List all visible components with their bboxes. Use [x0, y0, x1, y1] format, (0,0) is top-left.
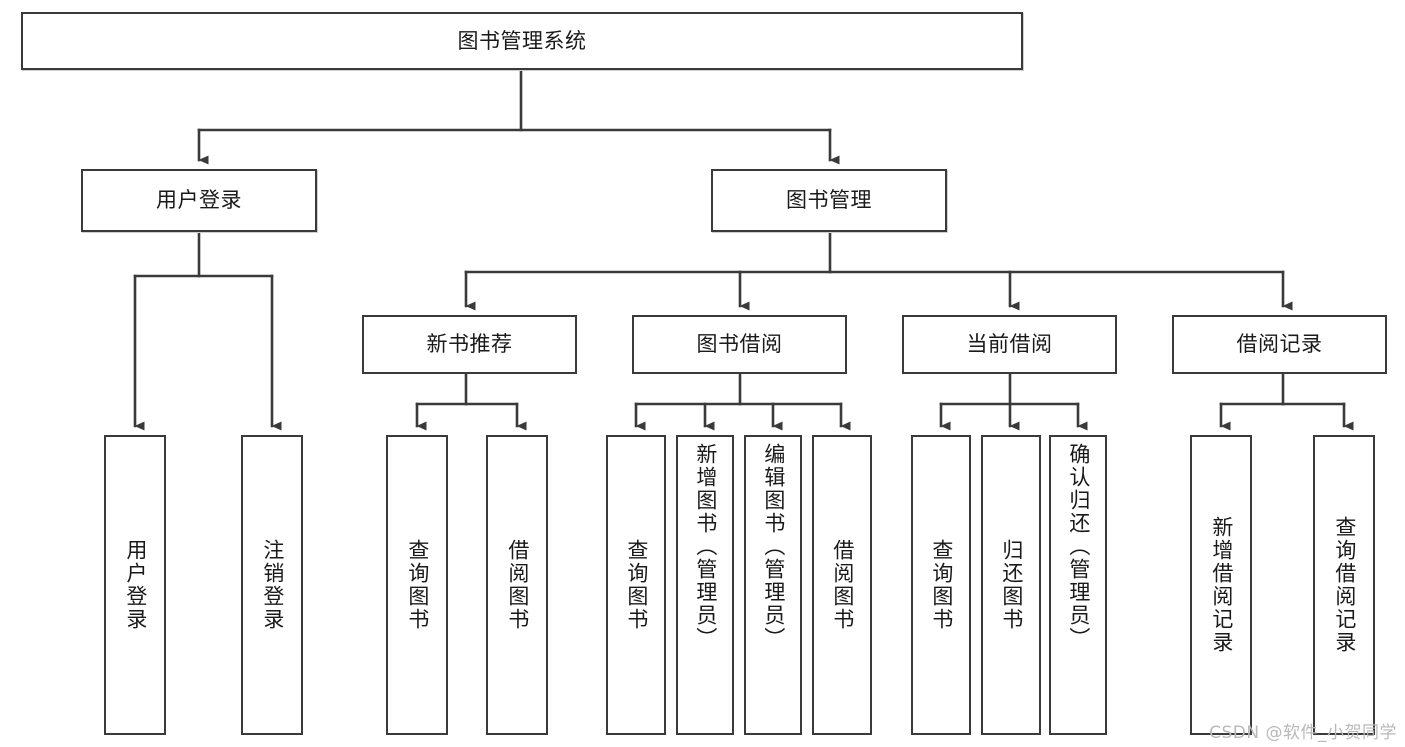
node-book-manage-label: 图书管理 [786, 188, 872, 213]
leaf-logout-login-label: 注销登录 [260, 539, 285, 631]
node-new-book-rec[interactable]: 新书推荐 [362, 315, 577, 374]
node-borrow-record[interactable]: 借阅记录 [1172, 315, 1387, 374]
leaf-edit-book[interactable]: 编辑图书（管理员） [744, 435, 802, 735]
node-user-login[interactable]: 用户登录 [81, 169, 317, 232]
leaf-confirm-return-label: 确认归还（管理员） [1066, 443, 1091, 650]
leaf-query-book-1[interactable]: 查询图书 [386, 435, 448, 735]
leaf-add-record-label: 新增借阅记录 [1209, 516, 1234, 654]
node-book-borrow[interactable]: 图书借阅 [632, 315, 847, 374]
node-root[interactable]: 图书管理系统 [21, 12, 1023, 70]
leaf-return-book-label: 归还图书 [999, 539, 1024, 631]
leaf-query-book-2-label: 查询图书 [624, 539, 649, 631]
node-new-book-rec-label: 新书推荐 [426, 332, 513, 357]
node-root-label: 图书管理系统 [457, 28, 587, 53]
leaf-add-book[interactable]: 新增图书（管理员） [676, 435, 734, 735]
leaf-query-book-1-label: 查询图书 [405, 539, 430, 631]
leaf-user-login[interactable]: 用户登录 [104, 435, 166, 735]
leaf-return-book[interactable]: 归还图书 [981, 435, 1041, 735]
node-borrow-record-label: 借阅记录 [1236, 332, 1323, 357]
node-user-login-label: 用户登录 [156, 188, 242, 213]
csdn-watermark: CSDN @软件_小贺同学 [1209, 723, 1397, 743]
leaf-borrow-book-1[interactable]: 借阅图书 [486, 435, 548, 735]
leaf-edit-book-label: 编辑图书（管理员） [761, 443, 786, 650]
leaf-borrow-book-2[interactable]: 借阅图书 [812, 435, 872, 735]
node-current-borrow[interactable]: 当前借阅 [902, 315, 1117, 374]
leaf-query-book-3-label: 查询图书 [929, 539, 954, 631]
leaf-query-record-label: 查询借阅记录 [1332, 516, 1357, 654]
leaf-borrow-book-2-label: 借阅图书 [830, 539, 855, 631]
leaf-query-book-2[interactable]: 查询图书 [606, 435, 666, 735]
leaf-confirm-return[interactable]: 确认归还（管理员） [1049, 435, 1107, 735]
node-current-borrow-label: 当前借阅 [966, 332, 1053, 357]
leaf-add-record[interactable]: 新增借阅记录 [1190, 435, 1252, 735]
leaf-borrow-book-1-label: 借阅图书 [505, 539, 530, 631]
node-book-manage[interactable]: 图书管理 [711, 169, 947, 232]
leaf-query-record[interactable]: 查询借阅记录 [1313, 435, 1375, 735]
leaf-logout-login[interactable]: 注销登录 [241, 435, 303, 735]
leaf-user-login-label: 用户登录 [123, 539, 148, 631]
leaf-add-book-label: 新增图书（管理员） [693, 443, 718, 650]
node-book-borrow-label: 图书借阅 [696, 332, 783, 357]
leaf-query-book-3[interactable]: 查询图书 [911, 435, 971, 735]
